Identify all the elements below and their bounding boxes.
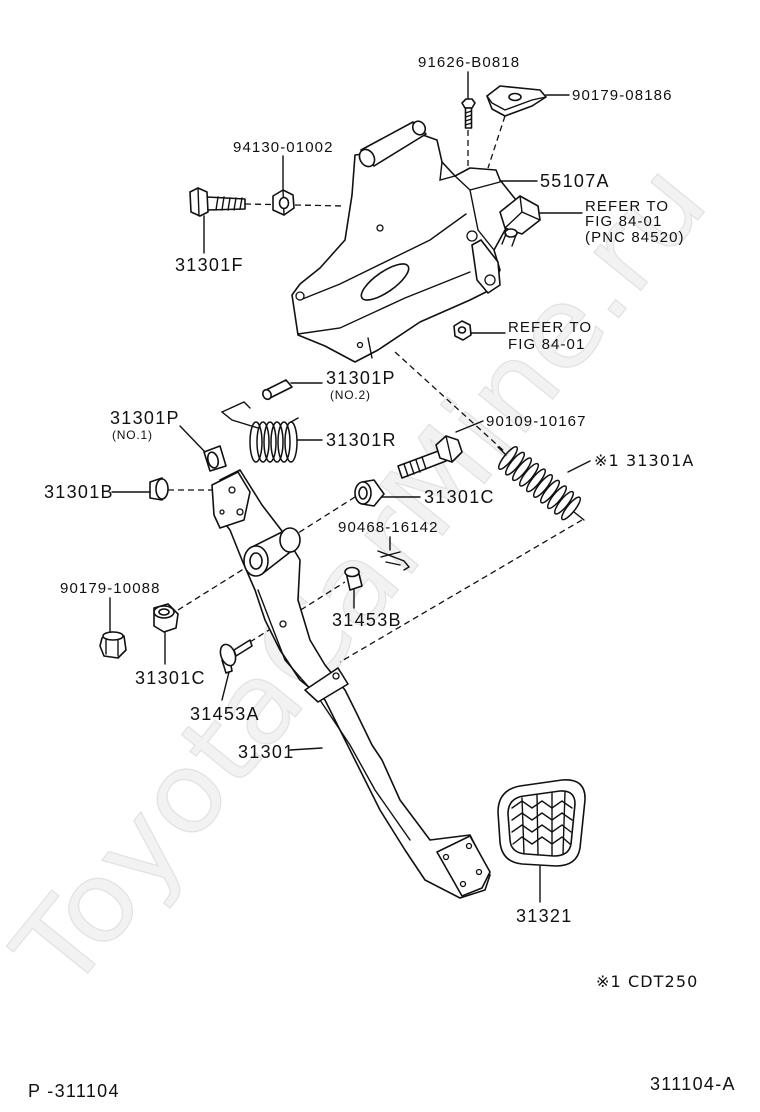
bolt-90109-10167 [397, 435, 463, 479]
assembly-dashed-lines [168, 115, 583, 663]
bolt-31301f [189, 187, 246, 217]
label-31301p-no1: 31301P [110, 408, 180, 428]
label-90179-08186: 90179-08186 [572, 87, 673, 104]
footnote-cdt250: ※1 CDT250 [596, 972, 698, 991]
label-31301f: 31301F [175, 255, 244, 275]
label-31301b: 31301B [44, 482, 114, 502]
label-90468-16142: 90468-16142 [338, 519, 439, 536]
switch-nut [453, 320, 472, 341]
nut-94130-01002 [272, 189, 295, 216]
label-31453a: 31453A [190, 704, 260, 724]
footer-figure-code: 311104-A [650, 1074, 736, 1094]
label-90179-10088: 90179-10088 [60, 580, 161, 597]
label-91626-b0818: 91626-B0818 [418, 54, 520, 71]
leader-lines [109, 71, 591, 903]
bushing-31301b [149, 477, 169, 501]
label-31301a: ※1 31301A [594, 451, 694, 470]
label-refer-switch-2: FIG 84-01 [585, 213, 662, 230]
label-31301p-no2: 31301P [326, 368, 396, 388]
clip-90468-16142 [377, 550, 411, 571]
clutch-switch [499, 195, 541, 247]
label-31301c-upper: 31301C [424, 487, 495, 507]
label-refer-switch-1: REFER TO [585, 198, 669, 215]
label-31301p-no2-sub: (NO.2) [330, 388, 371, 402]
clutch-pedal-arm-31301 [211, 469, 491, 899]
label-31301p-no1-sub: (NO.1) [112, 428, 153, 442]
collar-31301p-no2 [262, 379, 293, 401]
assist-spring-31301a [497, 446, 585, 521]
label-94130-01002: 94130-01002 [233, 139, 334, 156]
label-55107a: 55107A [540, 171, 610, 191]
label-31321: 31321 [516, 906, 573, 926]
label-31301: 31301 [238, 742, 295, 762]
cushion-31453b [344, 566, 363, 591]
footer-page-code: P -311104 [28, 1081, 120, 1101]
bushing-31301c-upper [354, 479, 385, 507]
label-31453b: 31453B [332, 610, 402, 630]
pedal-bracket-55107a [291, 120, 521, 363]
bushing-31301c-lower [153, 603, 179, 633]
stopper-bolt-31453a [219, 639, 253, 674]
bushing-31301p-no1 [203, 445, 227, 472]
label-31301c-lower: 31301C [135, 668, 206, 688]
label-refer-nut-2: FIG 84-01 [508, 336, 585, 353]
label-refer-nut-1: REFER TO [508, 319, 592, 336]
label-90109-10167: 90109-10167 [486, 413, 587, 430]
torsion-spring-31301r [220, 401, 299, 463]
label-31301r: 31301R [326, 430, 397, 450]
label-refer-switch-3: (PNC 84520) [585, 229, 685, 246]
bolt-91626-b0818 [461, 98, 476, 129]
part-labels: 91626-B0818 90179-08186 94130-01002 5510… [44, 54, 694, 926]
clip-nut-90179-08186 [486, 85, 547, 117]
nut-90179-10088 [99, 631, 127, 659]
pedal-pad-31321 [497, 779, 586, 867]
